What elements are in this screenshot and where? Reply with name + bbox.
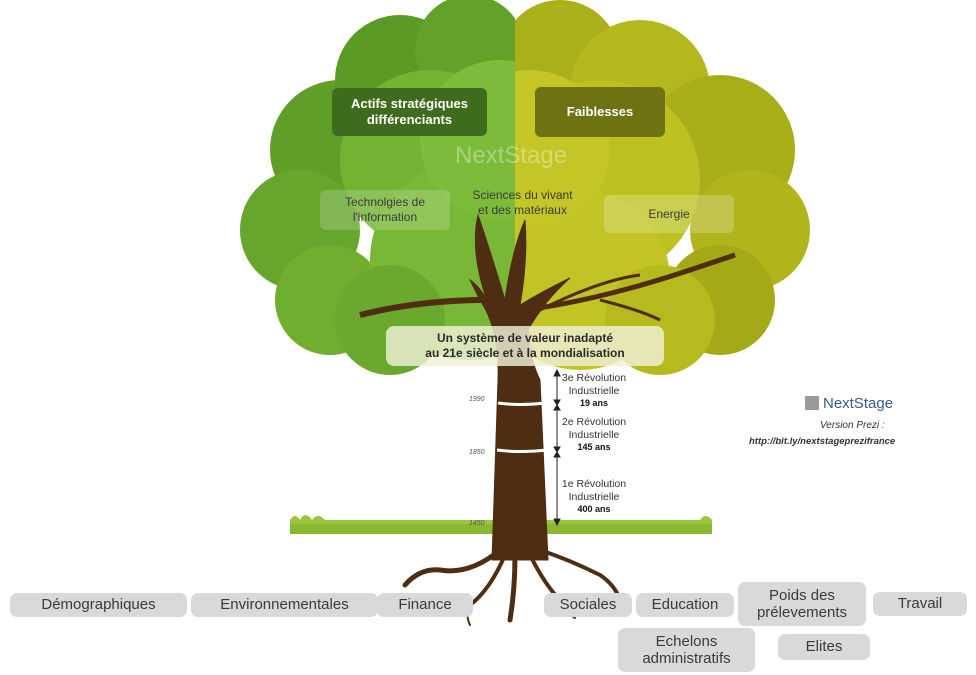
year-label: 1990 (469, 396, 485, 403)
trunk-rings (496, 401, 548, 453)
era-label: 3e Révolution Industrielle (561, 372, 627, 397)
tree-trunk (359, 213, 736, 561)
banner-line-2: au 21e siècle et à la mondialisation (425, 346, 625, 360)
root-social: Sociales (544, 593, 632, 617)
version-label: Version Prezi : (820, 420, 885, 431)
era-1st-revolution: 1e Révolution Industrielle 400 ans (560, 478, 628, 516)
root-environmental: Environnementales (191, 593, 378, 617)
tree-roots (402, 547, 622, 626)
banner-line-1: Un système de valeur inadapté (436, 331, 614, 345)
era-duration: 145 ans (577, 442, 611, 453)
root-administrative-levels: Echelons administratifs (618, 628, 755, 672)
watermark: NextStage (455, 142, 568, 169)
timeline-axis (553, 368, 561, 527)
era-duration: 19 ans (579, 398, 609, 409)
prezi-link[interactable]: http://bit.ly/nextstageprezifrance (749, 436, 896, 447)
year-label: 1850 (469, 449, 485, 456)
era-3rd-revolution: 3e Révolution Industrielle 19 ans (560, 372, 628, 410)
era-2nd-revolution: 2e Révolution Industrielle 145 ans (560, 416, 628, 454)
canopy-item-energy: Energie (604, 195, 734, 233)
era-duration: 400 ans (577, 504, 611, 515)
canopy-item-life-sciences: Sciences du vivant et des matériaux (472, 188, 573, 217)
canopy-item-information-tech: Technolgies de l'information (320, 190, 450, 230)
root-elites: Elites (778, 634, 870, 660)
era-label: 2e Révolution Industrielle (561, 416, 627, 441)
root-education: Education (636, 593, 734, 617)
weaknesses-title: Faiblesses (535, 87, 665, 137)
strengths-title: Actifs stratégiques différenciants (332, 88, 487, 136)
root-labour: Travail (873, 592, 967, 616)
root-levies-weight: Poids des prélevements (738, 582, 866, 626)
value-system-banner: Un système de valeur inadapté au 21e siè… (386, 326, 664, 366)
year-label: 1450 (469, 520, 485, 527)
era-label: 1e Révolution Industrielle (561, 478, 627, 503)
nextstage-logo-square (805, 396, 819, 410)
brand-logo-text: NextStage (823, 395, 894, 412)
root-finance: Finance (377, 593, 473, 617)
root-demographics: Démographiques (10, 593, 187, 617)
